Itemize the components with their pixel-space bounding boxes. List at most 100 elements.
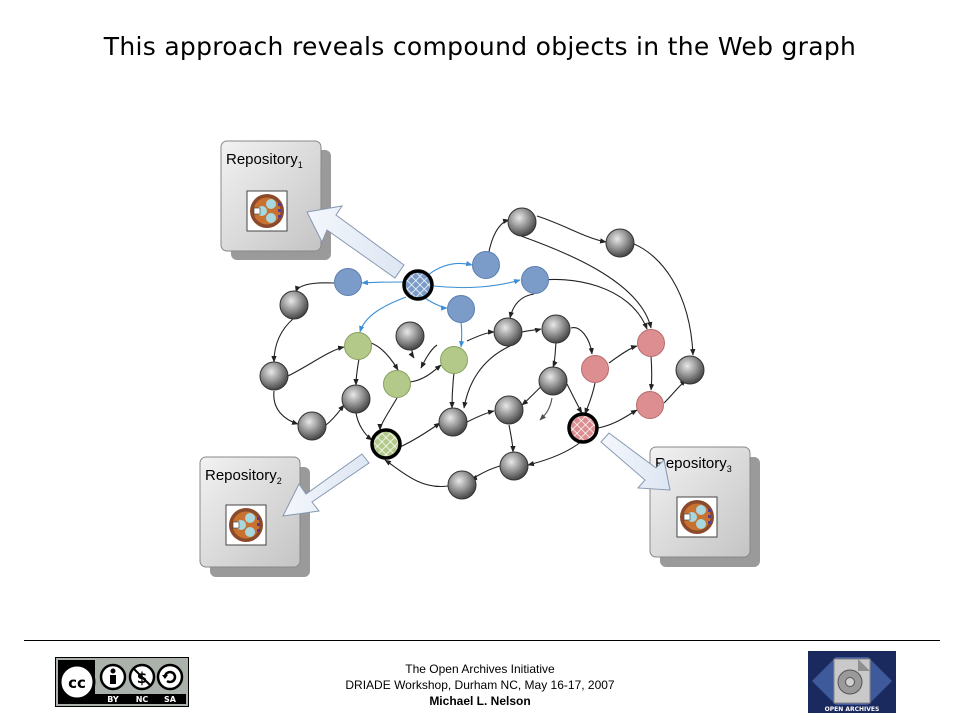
graph-edges [271,215,696,488]
edge [663,379,687,404]
footer-line-2: DRIADE Workshop, Durham NC, May 16-17, 2… [345,678,615,692]
graph-node [438,407,468,437]
graph-node [334,268,362,296]
edge [539,397,553,421]
graph-node [383,370,411,398]
graph-node [344,332,372,360]
cc-by-label: BY [107,695,119,704]
graph-node [521,266,549,294]
graph-node [447,295,475,323]
edge [648,355,655,391]
sa-icon [156,663,184,691]
graph-node [259,361,289,391]
edge [508,424,516,453]
edge [608,345,638,364]
edge [420,344,438,369]
graph-node [636,391,664,419]
edge [287,345,345,377]
edge [466,329,495,342]
edge [520,235,653,329]
edge [584,382,596,415]
repository-2-icon [225,504,267,546]
edge [466,409,495,423]
graph-node [605,228,635,258]
repository-3-icon [676,496,718,538]
edge [273,390,299,425]
footer-line-3: Michael L. Nelson [429,694,531,708]
creative-commons-logo: cc $ BY NC SA [55,657,189,707]
cc-nc-label: NC [136,695,149,704]
arrow-to-repository-1 [306,205,405,279]
graph-node [472,251,500,279]
footer-text: The Open Archives Initiative DRIADE Work… [240,661,720,709]
arrow-to-repository-2 [282,453,370,517]
repository-3: Repository3 [649,446,760,567]
edge [361,279,404,286]
hub-node-red [567,412,599,444]
edge [353,358,360,386]
graph-node [395,321,425,351]
graph-node [581,355,609,383]
open-archives-logo: OPEN ARCHIVES [808,651,896,713]
graph-node [675,355,705,385]
edge [370,342,399,371]
edge [597,409,638,429]
edge [536,215,607,244]
repository-1-label: Repository1 [226,151,303,170]
gray-nodes [259,207,705,500]
repository-2-label: Repository2 [205,467,282,486]
graph-node [507,207,537,237]
repository-1: Repository1 [220,140,331,260]
graph-node [297,411,327,441]
graph-node [494,395,524,425]
svg-text:cc: cc [68,674,86,692]
repository-1-icon [246,190,288,232]
edge [271,317,295,363]
graph-node [279,290,309,320]
blue-nodes [334,251,549,323]
edge [566,383,583,414]
web-graph-diagram: Repository1 Repository2 Repository3 [199,140,760,577]
edge [459,321,465,348]
graph-node [541,314,571,344]
edge [449,372,455,409]
edge [325,404,345,426]
edge [427,260,473,276]
edge [521,384,544,406]
footer-divider [24,640,940,641]
edge [295,282,335,293]
edge [424,297,448,311]
edge [527,440,583,467]
cc-sa-label: SA [164,695,177,704]
cc-icon [58,663,96,701]
edge [377,397,398,431]
red-nodes [581,329,665,419]
graph-node [538,366,568,396]
repository-2: Repository2 [199,456,310,577]
edge [355,412,373,441]
graph-node [637,329,665,357]
graph-node [447,470,477,500]
graph-node [499,451,529,481]
graph-node [493,317,523,347]
graph-node [440,346,468,374]
green-nodes [344,332,468,398]
hub-node-green [370,428,402,460]
graph-node [341,384,371,414]
edge [462,345,511,409]
edge [399,422,441,448]
edge [470,465,501,481]
edge [508,293,535,319]
footer-line-1: The Open Archives Initiative [405,662,555,676]
edge [633,243,696,356]
hub-node-blue [402,269,434,301]
edge [570,327,594,355]
arrow-to-repository-3 [600,432,671,491]
edge [409,364,442,383]
oa-logo-text: OPEN ARCHIVES [825,706,880,713]
edge [384,459,449,488]
slide-title: This approach reveals compound objects i… [103,32,857,61]
blue-edges [359,260,521,348]
edge [359,296,407,333]
edge [433,279,521,289]
